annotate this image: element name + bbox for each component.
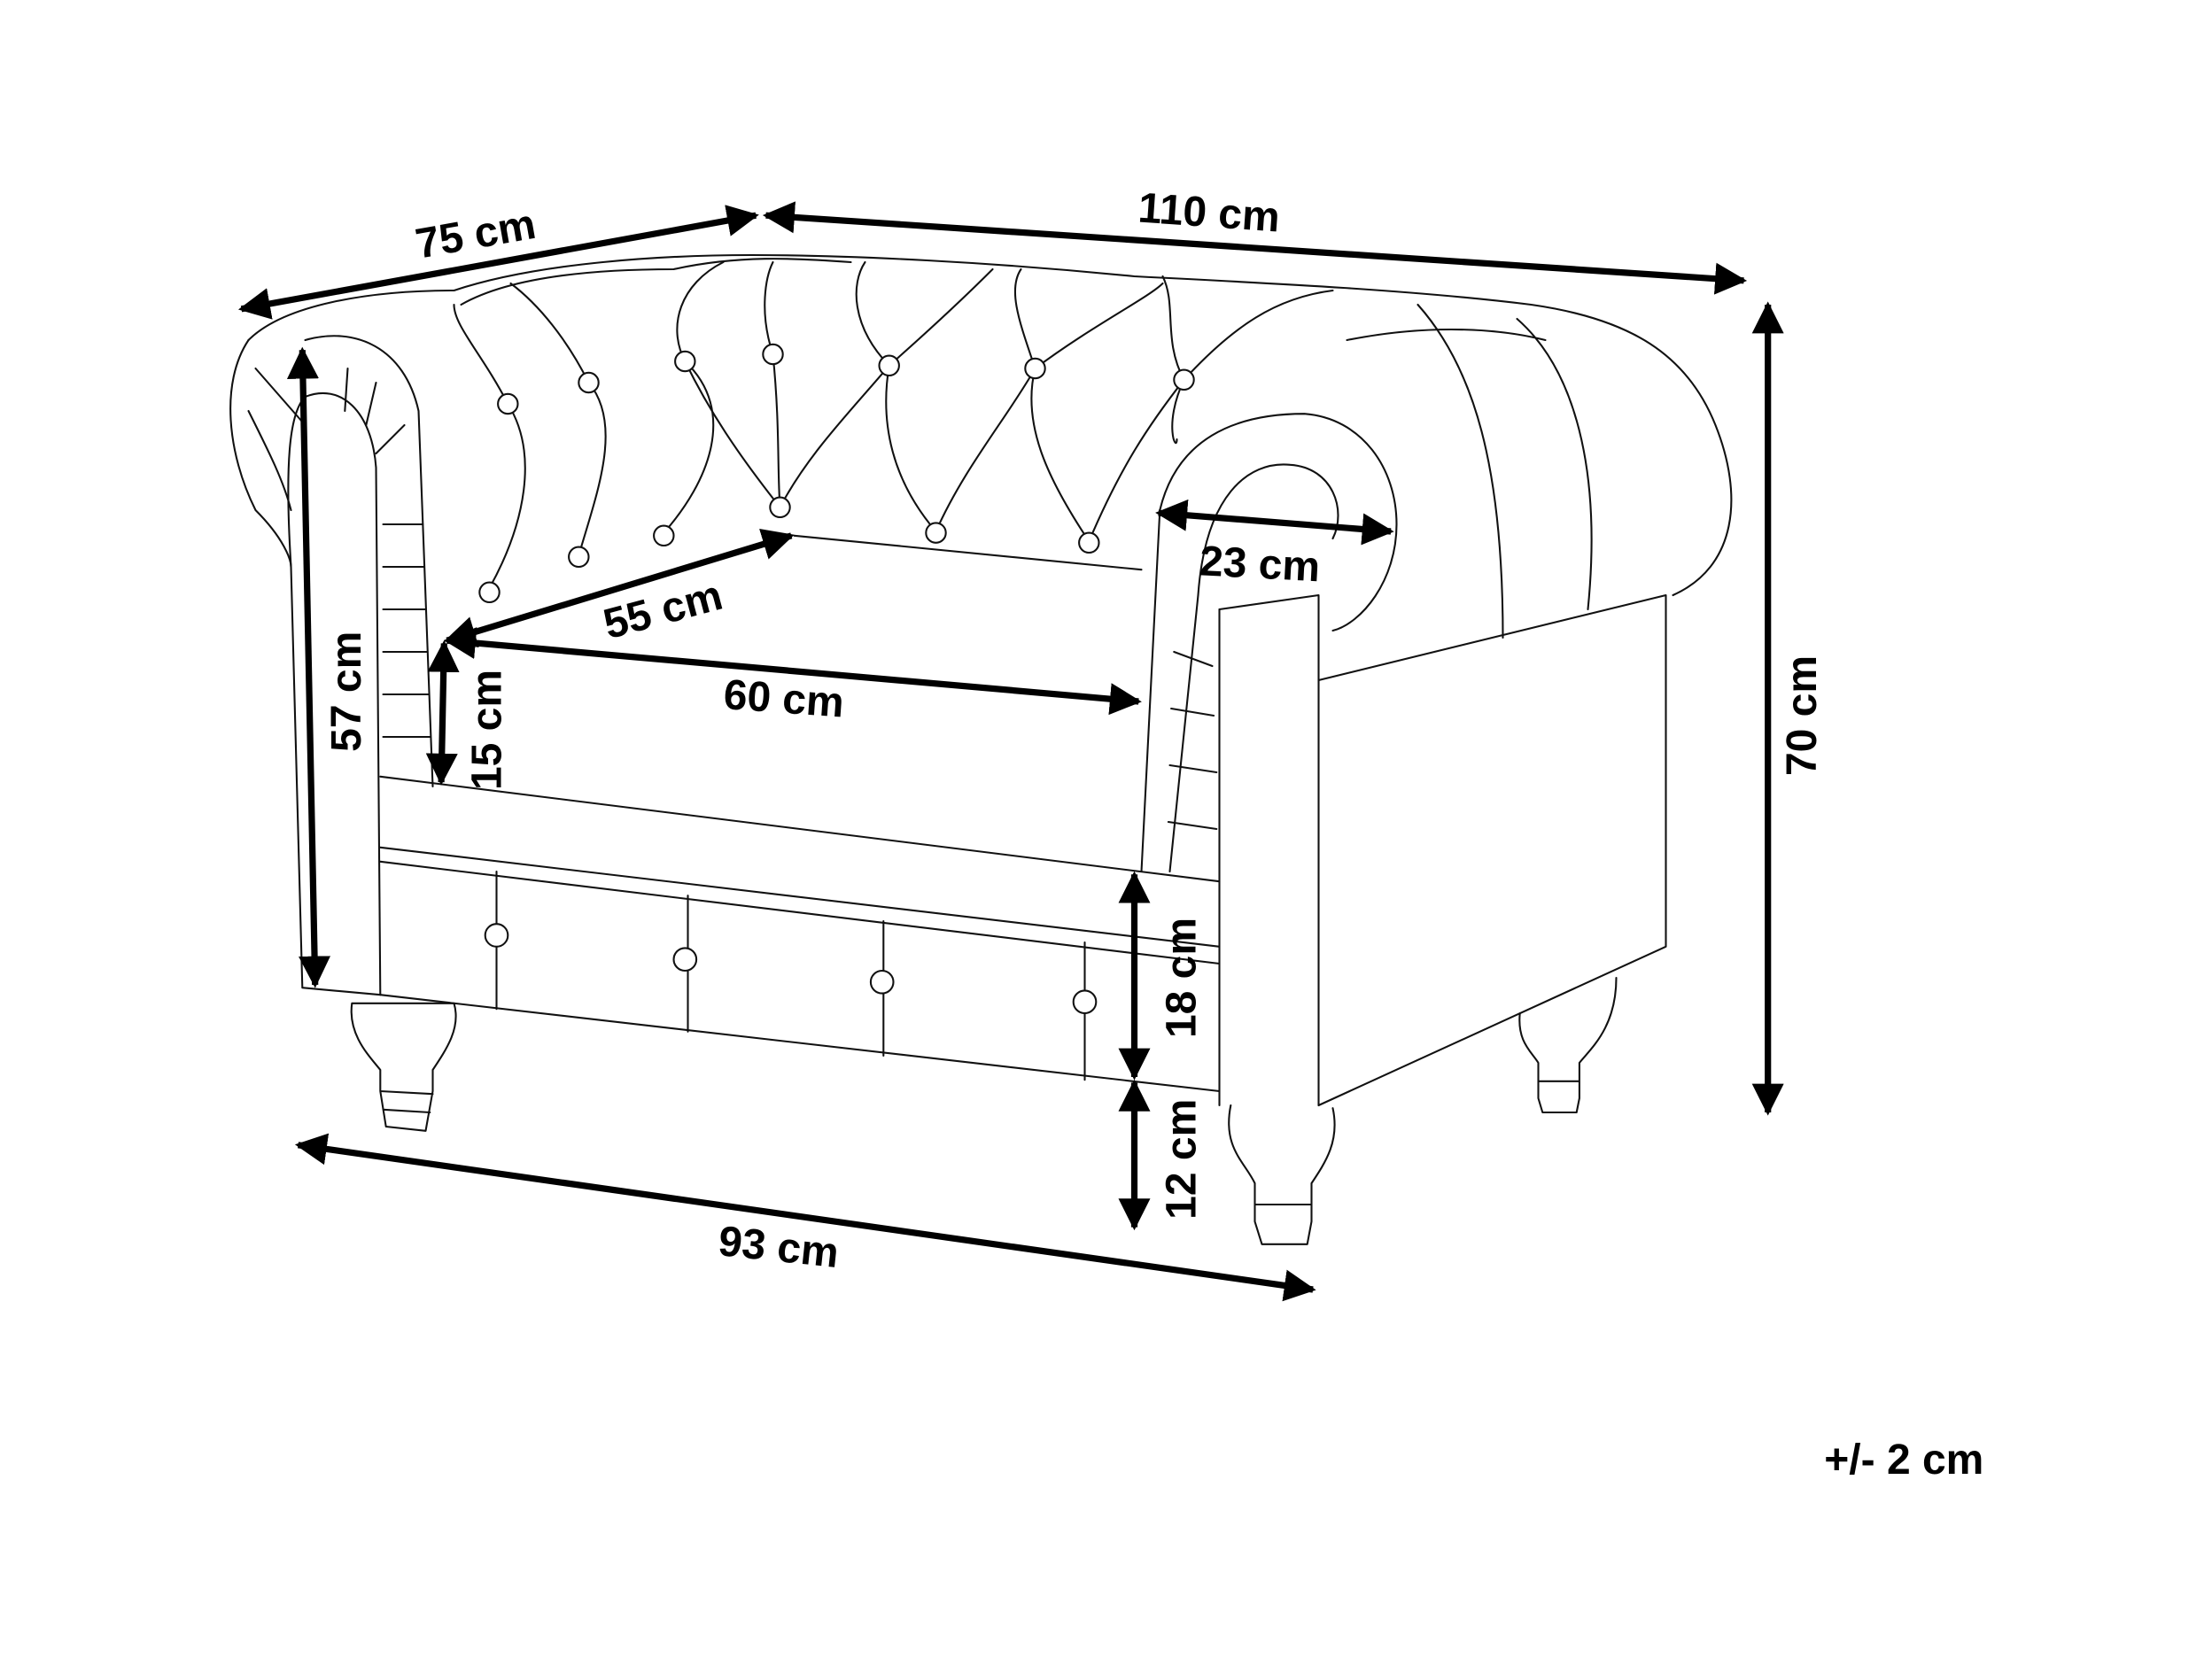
arm-width-arrow: [1155, 499, 1394, 546]
leg-height-label: 12 cm: [1158, 1099, 1205, 1220]
height-label: 70 cm: [1779, 655, 1826, 776]
width-label: 110 cm: [1137, 185, 1281, 242]
seat-width-label: 60 cm: [722, 671, 845, 726]
tolerance-note: +/- 2 cm: [1824, 1437, 1983, 1484]
seat-to-arm-arrow: [425, 639, 460, 786]
arm-width-label: 23 cm: [1199, 538, 1322, 591]
seat-width-arrow: [443, 627, 1142, 716]
seat-to-arm-label: 15 cm: [463, 670, 510, 790]
seat-base-label: 18 cm: [1158, 918, 1205, 1038]
chair-legs: [350, 976, 1618, 1245]
depth-arrow: [237, 205, 759, 320]
width-arrow: [762, 201, 1748, 295]
seat-depth-label: 55 cm: [599, 572, 727, 648]
arm-height-label: 57 cm: [323, 631, 370, 752]
armchair-drawing: [229, 253, 1733, 1107]
seat-depth-arrow: [444, 529, 795, 647]
front-width-arrow: [294, 1133, 1316, 1302]
front-width-label: 93 cm: [716, 1218, 841, 1277]
arm-height-arrow: [286, 346, 331, 988]
